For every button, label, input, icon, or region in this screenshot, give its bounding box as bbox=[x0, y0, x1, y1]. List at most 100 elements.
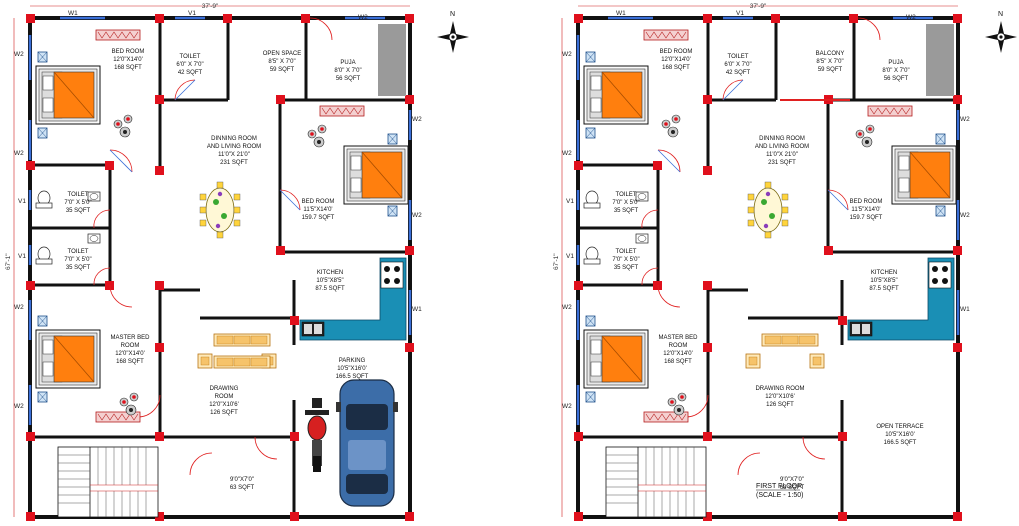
room-name: AND LIVING ROOM bbox=[755, 144, 809, 150]
room-size: 12'0"X14'0' bbox=[115, 351, 145, 357]
window-label: W2 bbox=[358, 14, 368, 21]
room-name: PARKING bbox=[339, 358, 366, 364]
room-name: PUJA bbox=[340, 60, 355, 66]
room-area: 159.7 SQFT bbox=[302, 215, 335, 221]
room-area: 166.5 SQFT bbox=[884, 440, 917, 446]
window-label: W2 bbox=[14, 403, 24, 410]
room-name: MASTER BED bbox=[110, 335, 150, 341]
room-area: 56 SQFT bbox=[884, 76, 909, 82]
room-size: 11'5"X14'0' bbox=[851, 207, 880, 213]
room-size: 11'0"X 21'0" bbox=[218, 152, 250, 158]
room-name: BED ROOM bbox=[660, 49, 693, 55]
room-area: 231 SQFT bbox=[220, 160, 248, 166]
room-name: KITCHEN bbox=[871, 270, 897, 276]
car-icon bbox=[336, 379, 398, 507]
room-size: 8'0" X 7'0" bbox=[882, 68, 909, 74]
room-name: TOILET bbox=[68, 192, 89, 198]
room-name: TOILET bbox=[728, 54, 749, 60]
window-label: W2 bbox=[960, 116, 970, 123]
side-dimension: 67'-1" bbox=[5, 253, 12, 270]
room-area: 35 SQFT bbox=[614, 265, 639, 271]
window-label: V1 bbox=[18, 253, 26, 260]
room-area: 35 SQFT bbox=[66, 208, 91, 214]
room-size: 11'5"X14'0' bbox=[303, 207, 332, 213]
room-area: 126 SQFT bbox=[766, 402, 794, 408]
window-label: W2 bbox=[562, 51, 572, 58]
room-area: 159.7 SQFT bbox=[850, 215, 883, 221]
side-dimension: 67'-1" bbox=[553, 253, 560, 270]
window-label: V1 bbox=[566, 198, 574, 205]
ground-floor-plan: N 37'-9" 67'-1" W1 V1 W2 W2 W2 V1 V1 W2 … bbox=[5, 3, 470, 523]
room-area: 126 SQFT bbox=[210, 410, 238, 416]
room-area: 168 SQFT bbox=[664, 359, 692, 365]
room-name: TOILET bbox=[180, 54, 201, 60]
room-name: AND LIVING ROOM bbox=[207, 144, 261, 150]
room-size: 12'0"X14'0' bbox=[663, 351, 693, 357]
window-label: W1 bbox=[412, 306, 422, 313]
room-size: 8'5" X 7'0" bbox=[268, 59, 295, 65]
room-size: 8'5" X 7'0" bbox=[816, 59, 843, 65]
room-size: 9'0"X7'0" bbox=[230, 477, 254, 483]
window-label: W1 bbox=[616, 10, 626, 17]
window-label: W1 bbox=[960, 306, 970, 313]
room-area: 168 SQFT bbox=[114, 65, 142, 71]
room-size: 10'5"X16'0' bbox=[885, 432, 915, 438]
room-area: 166.5 SQFT bbox=[336, 374, 369, 380]
north-compass-icon bbox=[984, 20, 1018, 54]
room-size: 12'0"X10'6' bbox=[765, 394, 795, 400]
room-name: TOILET bbox=[616, 192, 637, 198]
window-label: V1 bbox=[736, 10, 744, 17]
room-name: BED ROOM bbox=[302, 199, 335, 205]
drawing-scale: (SCALE - 1:50) bbox=[756, 492, 803, 499]
room-size: 7'0" X 5'0" bbox=[64, 200, 91, 206]
room-name: DRAWING bbox=[210, 386, 239, 392]
room-name: PUJA bbox=[888, 60, 903, 66]
room-name: DRAWING ROOM bbox=[755, 386, 804, 392]
room-name: DINNING ROOM bbox=[211, 136, 257, 142]
room-size: 10'5"X8'5" bbox=[316, 278, 343, 284]
window-label: W2 bbox=[906, 14, 916, 21]
room-size: 10'5"X16'0' bbox=[337, 366, 367, 372]
top-dimension: 37'-9" bbox=[202, 3, 219, 10]
window-label: W2 bbox=[14, 51, 24, 58]
puja-niche bbox=[926, 24, 954, 96]
room-size: 9'0"X7'0" bbox=[780, 477, 804, 483]
window-label: W2 bbox=[412, 116, 422, 123]
room-size: 11'0"X 21'0" bbox=[766, 152, 798, 158]
room-area: 42 SQFT bbox=[726, 70, 751, 76]
room-size: 12'0"X10'6' bbox=[209, 402, 239, 408]
room-area: 59 SQFT bbox=[270, 67, 295, 73]
room-name: TOILET bbox=[616, 249, 637, 255]
room-name: KITCHEN bbox=[317, 270, 343, 276]
room-area: 56 SQFT bbox=[336, 76, 361, 82]
motorbike-icon bbox=[305, 398, 329, 472]
room-area: 168 SQFT bbox=[662, 65, 690, 71]
room-area: 87.5 SQFT bbox=[869, 286, 899, 292]
north-label: N bbox=[998, 11, 1003, 18]
room-name: OPEN TERRACE bbox=[876, 424, 923, 430]
window-label: W2 bbox=[562, 304, 572, 311]
room-name: TOILET bbox=[68, 249, 89, 255]
room-area: 42 SQFT bbox=[178, 70, 203, 76]
window-label: W2 bbox=[562, 403, 572, 410]
room-name: ROOM bbox=[215, 394, 234, 400]
stove-icon bbox=[928, 261, 952, 289]
room-name: DINNING ROOM bbox=[759, 136, 805, 142]
room-size: 7'0" X 5'0" bbox=[612, 200, 639, 206]
room-area: 87.5 SQFT bbox=[315, 286, 345, 292]
drawing-title: FIRST FLOOR bbox=[756, 483, 802, 490]
puja-niche bbox=[378, 24, 406, 96]
room-area: 35 SQFT bbox=[614, 208, 639, 214]
window-label: W2 bbox=[960, 212, 970, 219]
window-label: V1 bbox=[188, 10, 196, 17]
room-name: ROOM bbox=[669, 343, 688, 349]
window-label: V1 bbox=[566, 253, 574, 260]
window-label: W2 bbox=[14, 150, 24, 157]
room-size: 7'0" X 5'0" bbox=[612, 257, 639, 263]
first-floor-plan: N 37'-9" 67'-1" W1 V1 W2 W2 W2 V1 V1 W2 … bbox=[553, 3, 1018, 523]
room-name: ROOM bbox=[121, 343, 140, 349]
room-size: 8'0" X 7'0" bbox=[334, 68, 361, 74]
top-dimension: 37'-9" bbox=[750, 3, 767, 10]
room-area: 168 SQFT bbox=[116, 359, 144, 365]
